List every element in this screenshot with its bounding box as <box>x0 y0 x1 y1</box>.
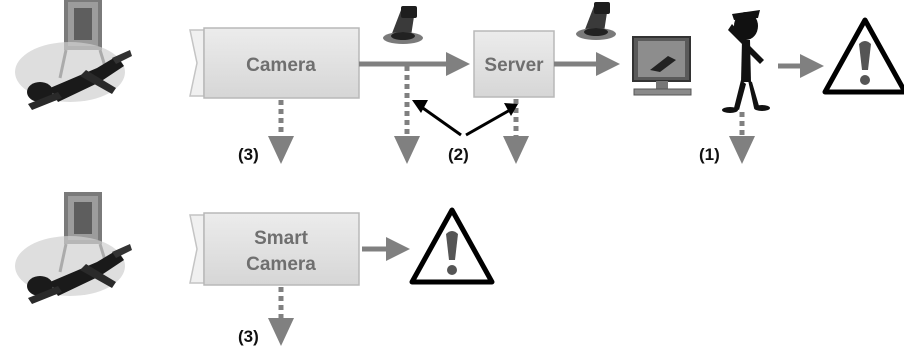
camera-to-server-arrow <box>359 52 470 76</box>
server-label: Server <box>484 55 544 76</box>
server-dashed-down-arrow <box>503 99 529 164</box>
smart-camera-label-line1: Smart <box>254 228 309 249</box>
label-2-pointer-arrows <box>412 100 518 137</box>
label-3-bottom: (3) <box>238 327 259 346</box>
smart-camera-label-line2: Camera <box>246 254 316 275</box>
server-node <box>473 30 555 98</box>
fallen-person-scene-icon <box>13 0 134 115</box>
person-to-warning-arrow <box>778 54 824 78</box>
label-1: (1) <box>699 145 720 164</box>
smart-camera-input-notch <box>189 214 205 284</box>
person-scratching-head-icon <box>722 10 770 113</box>
label-3-top: (3) <box>238 145 259 164</box>
camera-input-notch <box>189 29 205 97</box>
camera-icon <box>576 2 616 40</box>
label-2: (2) <box>448 145 469 164</box>
camera-node <box>203 27 360 99</box>
warning-triangle-icon <box>412 210 492 282</box>
server-to-monitor-arrow <box>554 52 620 76</box>
camera-dashed-down-arrow <box>268 100 294 164</box>
warning-triangle-icon <box>825 20 904 92</box>
stream-dashed-down-arrow <box>394 66 420 164</box>
monitor-icon <box>632 36 692 96</box>
camera-icon <box>383 6 423 44</box>
camera-label: Camera <box>246 55 316 76</box>
fallen-person-scene-icon <box>13 190 134 309</box>
person-dashed-down-arrow <box>729 112 755 164</box>
smart-camera-dashed-down-arrow <box>268 287 294 346</box>
smart-camera-node <box>203 212 360 286</box>
smart-camera-to-warning-arrow <box>362 237 410 261</box>
